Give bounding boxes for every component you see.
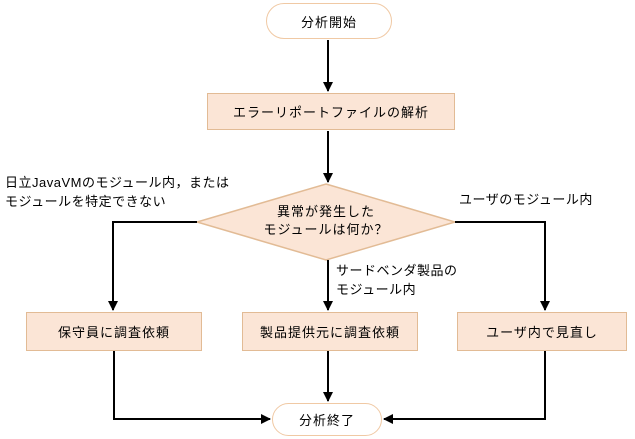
process-request-product-vendor: 製品提供元に調査依頼: [242, 312, 418, 351]
edge-label-hitachi-javavm: 日立JavaVMのモジュール内，または モジュールを特定できない: [5, 173, 230, 211]
process-request-maintenance-staff: 保守員に調査依頼: [26, 312, 202, 351]
edge-decision-to-maintenance: [108, 221, 197, 311]
edge-label-middle-line1: サードベンダ製品の: [336, 263, 458, 278]
start-terminal: 分析開始: [266, 3, 392, 39]
process-error-report-analysis: エラーリポートファイルの解析: [207, 93, 455, 130]
edge-label-user-module: ユーザのモジュール内: [459, 192, 593, 207]
edge-review-to-end: [383, 351, 546, 424]
edge-label-middle-line2: モジュール内: [336, 282, 417, 297]
edge-decision-to-review: [455, 221, 550, 311]
process-user-internal-review: ユーザ内で見直し: [457, 312, 627, 351]
decision-label: 異常が発生した モジュールは何か？: [226, 203, 426, 239]
edge-label-left-line1: 日立JavaVMのモジュール内，または: [5, 175, 230, 190]
edge-maintenance-to-end: [113, 351, 271, 424]
decision-label-line2: モジュールは何か？: [263, 222, 389, 237]
edge-label-third-vendor: サードベンダ製品の モジュール内: [336, 261, 458, 299]
end-terminal: 分析終了: [272, 403, 382, 436]
decision-label-line1: 異常が発生した: [276, 204, 375, 219]
edge-label-left-line2: モジュールを特定できない: [5, 194, 167, 209]
